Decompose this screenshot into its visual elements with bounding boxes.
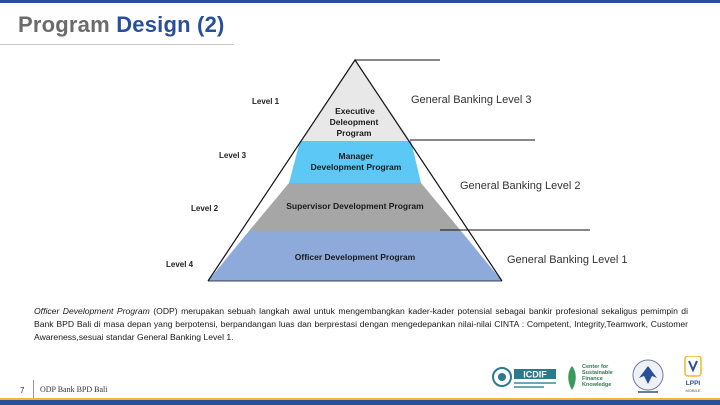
supervisor-program: Supervisor Development Program bbox=[286, 201, 424, 211]
page-number: 7 bbox=[20, 386, 25, 395]
lppi-logo-text: LPPI bbox=[686, 380, 701, 387]
manager-program-line2: Development Program bbox=[311, 162, 402, 172]
icdif-logo: ICDIF bbox=[492, 360, 558, 394]
general-banking-level-3: General Banking Level 3 bbox=[411, 94, 531, 106]
officer-program: Officer Development Program bbox=[295, 252, 416, 262]
csff-logo: Center for Sustainable Finance Knowledge bbox=[565, 362, 627, 394]
csff-line1: Center for bbox=[582, 364, 609, 370]
top-accent-bar bbox=[0, 0, 720, 3]
executive-program-line3: Program bbox=[337, 128, 372, 138]
executive-program-line2: Deleopment bbox=[330, 117, 379, 127]
icdif-logo-text: ICDIF bbox=[523, 370, 547, 380]
bottom-accent-bar bbox=[0, 400, 720, 405]
page-title-part2: Design (2) bbox=[116, 12, 225, 37]
level-1-label: Level 4 bbox=[166, 260, 194, 269]
executive-program-line1: Executive bbox=[335, 106, 375, 116]
band-level-1 bbox=[208, 231, 502, 281]
band-level-3 bbox=[289, 141, 421, 183]
general-banking-level-2: General Banking Level 2 bbox=[460, 180, 580, 192]
bottom-accent-stripe bbox=[0, 398, 720, 400]
manager-program-line1: Manager bbox=[339, 151, 375, 161]
lppi-logo: LPPI MOBILE bbox=[680, 355, 706, 396]
csff-line2: Sustainable bbox=[582, 370, 613, 376]
general-banking-level-1: General Banking Level 1 bbox=[507, 254, 627, 266]
level-4-label: Level 1 bbox=[252, 97, 280, 106]
level-3-label: Level 3 bbox=[219, 151, 247, 160]
footer-org-text: ODP Bank BPD Bali bbox=[40, 385, 108, 394]
page-title-part1: Program bbox=[18, 12, 110, 37]
lppi-logo-subtext: MOBILE bbox=[685, 388, 700, 393]
odp-description-body: (ODP) merupakan sebuah langkah awal untu… bbox=[34, 306, 688, 342]
odp-description: Officer Development Program (ODP) merupa… bbox=[34, 305, 688, 344]
program-pyramid: Level 1 Level 3 Level 2 Level 4 Executiv… bbox=[166, 58, 627, 282]
level-2-label: Level 2 bbox=[191, 204, 219, 213]
band-level-4 bbox=[300, 60, 411, 141]
csff-line4: Knowledge bbox=[582, 382, 612, 388]
page-title: Program Design (2) bbox=[18, 12, 225, 38]
university-logo bbox=[630, 358, 666, 396]
odp-description-lead: Officer Development Program bbox=[34, 306, 150, 316]
title-divider bbox=[0, 44, 234, 45]
band-level-2 bbox=[249, 183, 461, 231]
csff-line3: Finance bbox=[582, 376, 603, 382]
footer-divider bbox=[33, 380, 34, 400]
